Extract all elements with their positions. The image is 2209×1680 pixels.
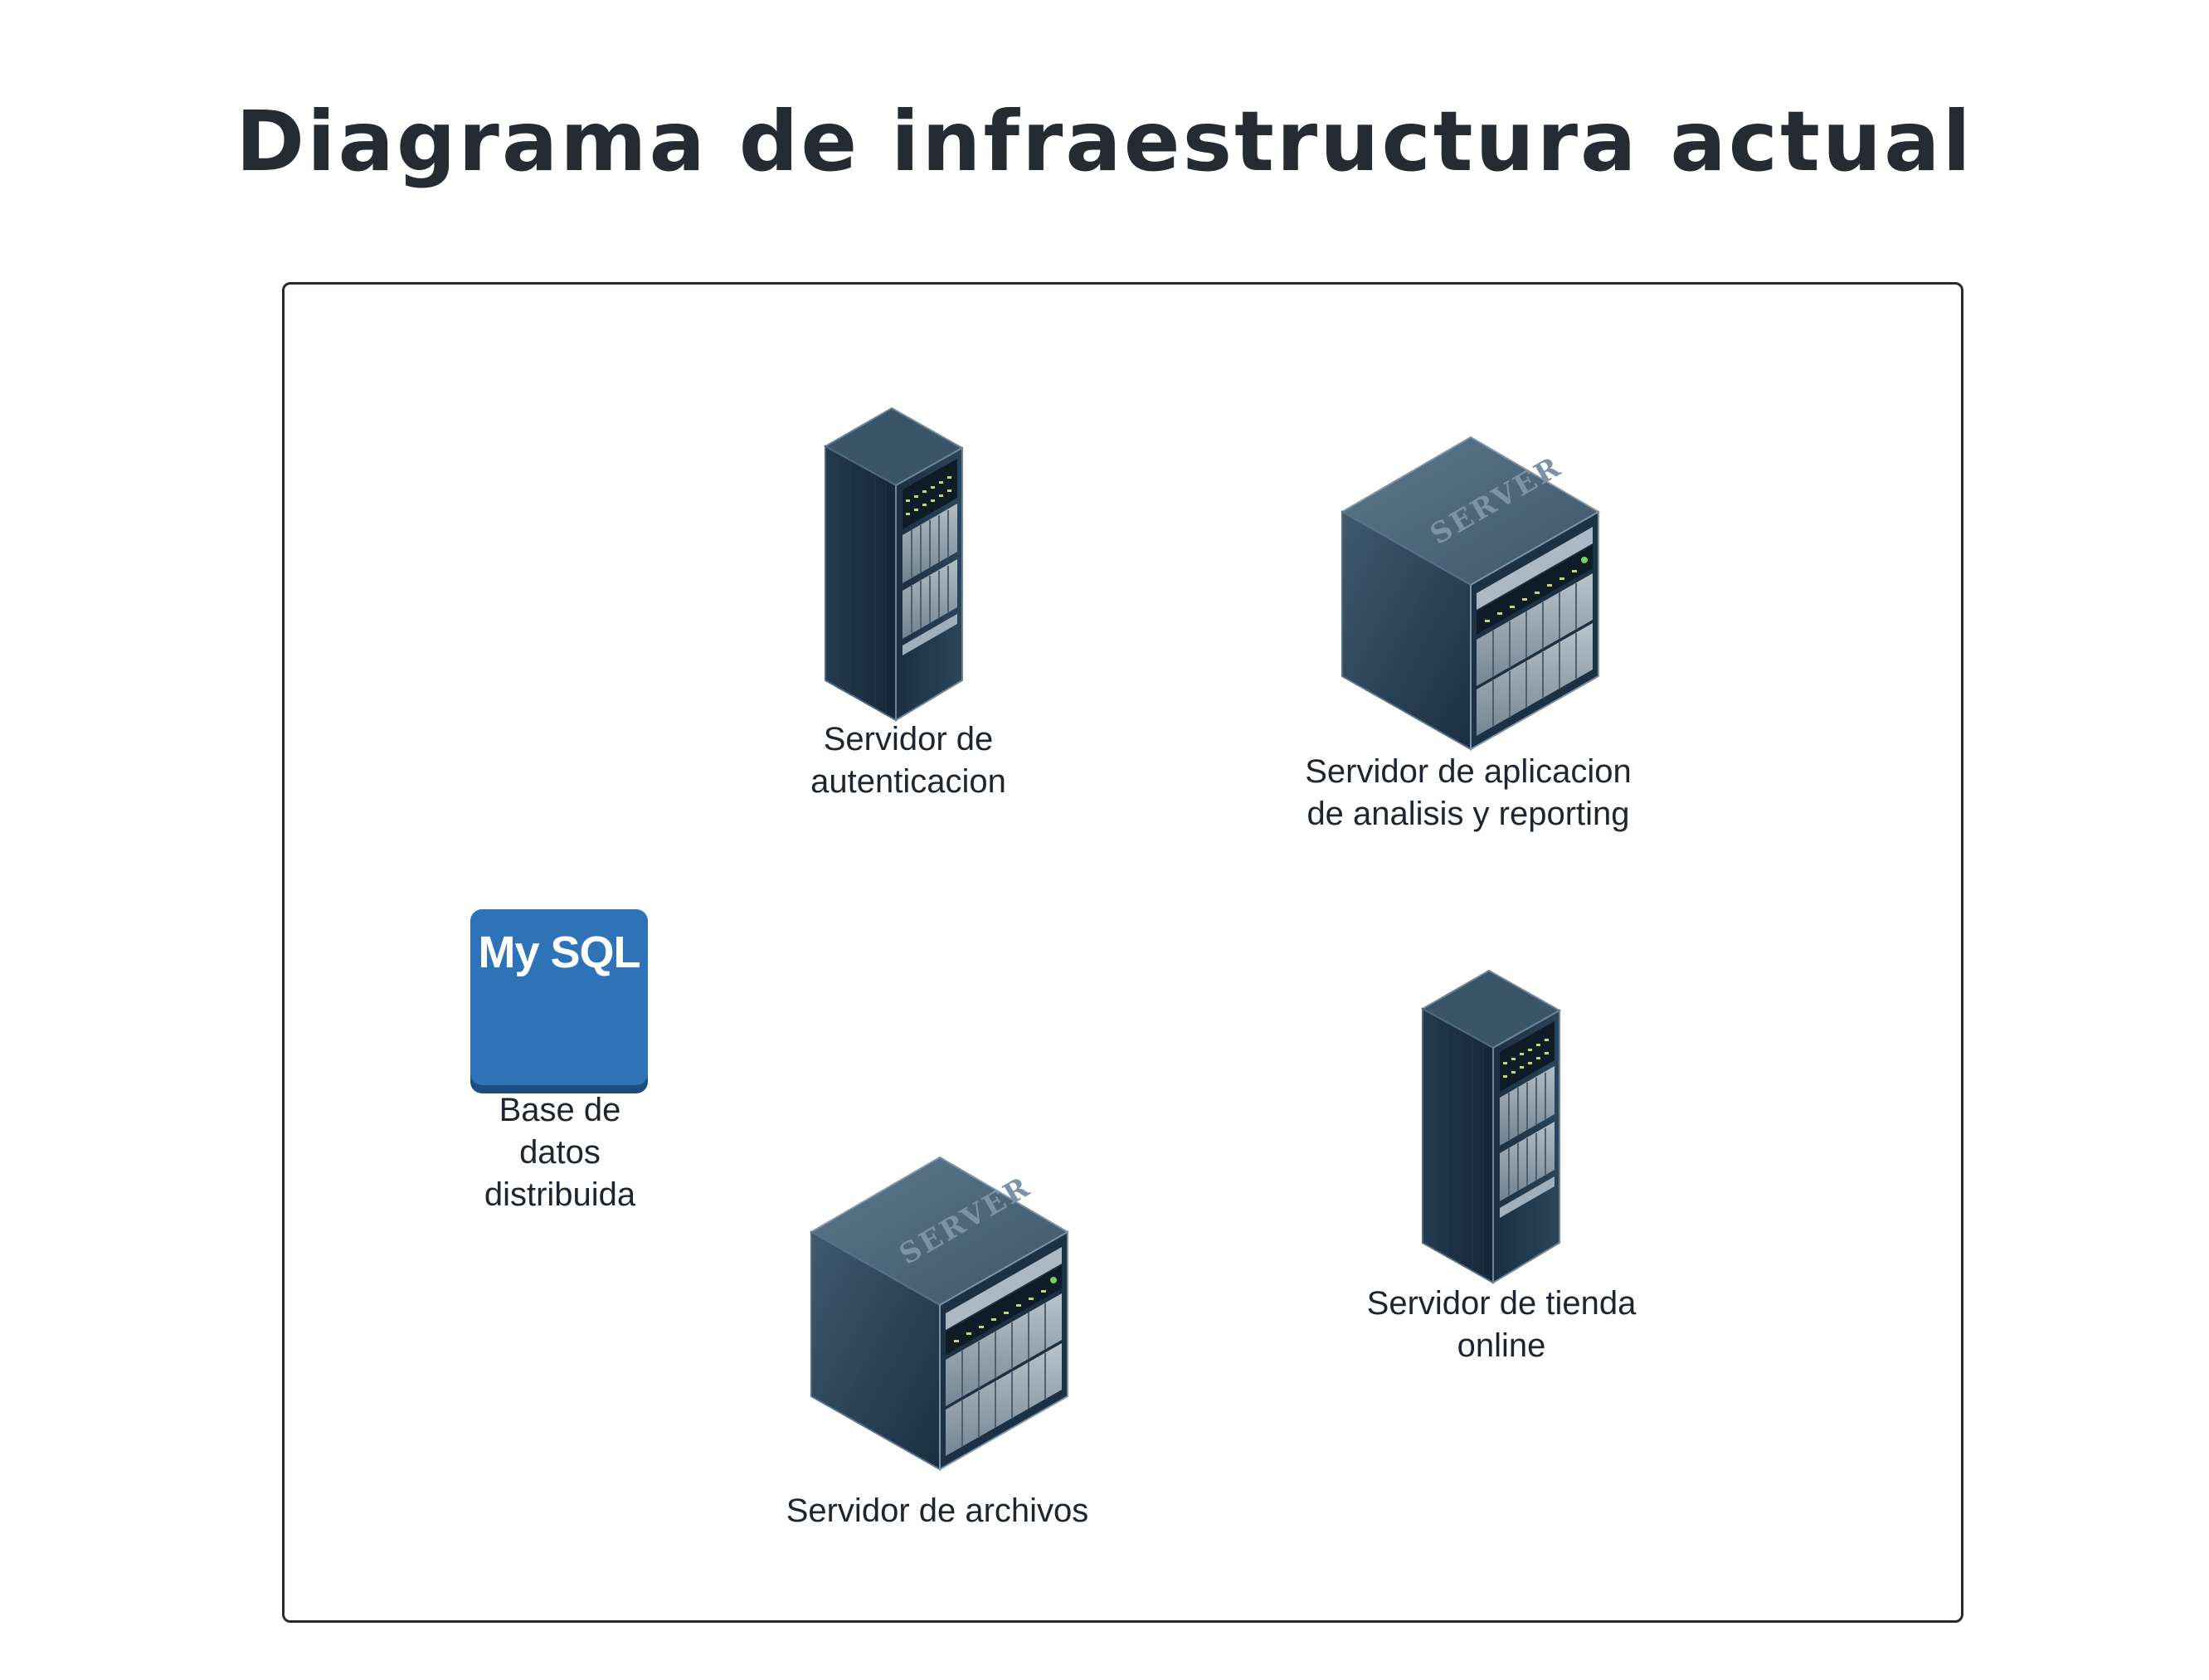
database-label: Base de datos distribuida bbox=[484, 1092, 636, 1213]
analytics-server-node[interactable]: SERVER bbox=[1340, 436, 1601, 751]
rack-server-icon bbox=[1420, 969, 1562, 1284]
database-node[interactable]: My SQL bbox=[469, 908, 650, 1095]
store-server-node[interactable] bbox=[1410, 969, 1568, 1284]
auth-server-label: Servidor de autenticacion bbox=[810, 721, 1006, 800]
diagram-title: Diagrama de infraestructura actual bbox=[236, 93, 1973, 190]
infrastructure-frame bbox=[282, 282, 1963, 1623]
mysql-icon: My SQL bbox=[470, 909, 648, 1093]
analytics-server-label: Servidor de aplicacion de analisis y rep… bbox=[1305, 753, 1632, 832]
rack-server-icon bbox=[823, 407, 965, 722]
store-server-label: Servidor de tienda online bbox=[1366, 1285, 1637, 1364]
auth-server-node[interactable] bbox=[813, 407, 971, 722]
file-server-node[interactable]: SERVER bbox=[809, 1156, 1070, 1471]
server-box-icon: SERVER bbox=[1340, 436, 1600, 751]
server-box-icon: SERVER bbox=[809, 1156, 1069, 1471]
file-server-label: Servidor de archivos bbox=[786, 1493, 1089, 1529]
svg-text:My SQL: My SQL bbox=[478, 928, 640, 977]
